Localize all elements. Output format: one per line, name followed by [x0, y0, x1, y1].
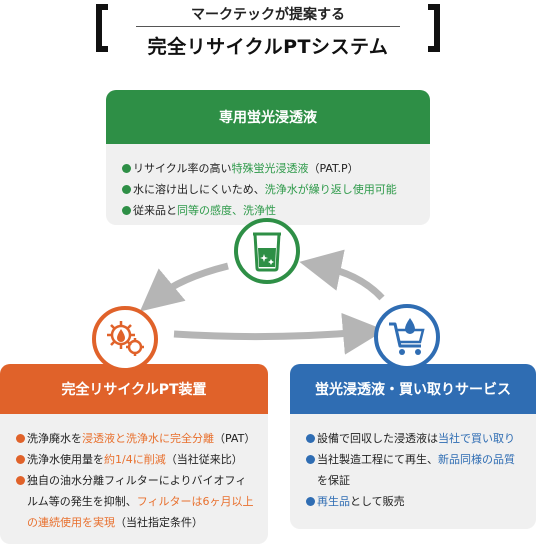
bullet-text: を保証	[317, 474, 350, 487]
recycle-equipment-box: 完全リサイクルPT装置 洗浄廃水を浸透液と洗浄水に完全分離（PAT） 洗浄水使用…	[0, 364, 268, 544]
highlight-text: フィルターは6ヶ月以上の連続使用を実現	[27, 495, 254, 529]
penetrant-box: 専用蛍光浸透液 リサイクル率の高い特殊蛍光浸透液（PAT.P） 水に溶け出しにく…	[106, 90, 430, 225]
highlight-text: 同等の感度、洗浄性	[177, 204, 276, 217]
bullet-text: 洗浄廃水を	[27, 432, 82, 445]
right-bracket	[428, 4, 440, 52]
highlight-text: 特殊蛍光浸透液	[231, 162, 309, 175]
bullet-text: 当社製造工程にて再生、	[317, 453, 438, 466]
bullet-item: 従来品と同等の感度、洗浄性	[122, 200, 418, 221]
bullet-text: 設備で回収した浸透液は	[317, 432, 438, 445]
bullet-text: （当社従来比）	[165, 453, 243, 466]
recycle-equipment-box-body: 洗浄廃水を浸透液と洗浄水に完全分離（PAT） 洗浄水使用量を約1/4に削減（当社…	[0, 414, 268, 543]
left-bracket	[96, 4, 108, 52]
bullet-item: 再生品として販売	[306, 491, 524, 512]
highlight-text: 約1/4に削減	[104, 453, 166, 466]
title-divider	[136, 26, 400, 27]
gear-droplet-icon	[92, 306, 158, 372]
buyback-service-box-body: 設備で回収した浸透液は当社で買い取り 当社製造工程にて再生、新品同様の品質を保証…	[290, 414, 536, 522]
highlight-text: 新品同様の品質	[438, 453, 515, 466]
bullet-item: 独自の油水分離フィルターによりバイオフィルム等の発生を抑制、フィルターは6ヶ月以…	[16, 470, 256, 533]
bullet-text: リサイクル率の高い	[133, 162, 232, 175]
cart-droplet-icon	[374, 304, 440, 370]
bullet-text: 水に溶け出しにくいため、	[133, 183, 265, 196]
bullet-item: 当社製造工程にて再生、新品同様の品質を保証	[306, 449, 524, 491]
arrow-blue-to-green	[299, 249, 385, 301]
buyback-service-box: 蛍光浸透液・買い取りサービス 設備で回収した浸透液は当社で買い取り 当社製造工程…	[290, 364, 536, 529]
recycle-equipment-box-header: 完全リサイクルPT装置	[0, 364, 268, 414]
highlight-text: 当社で買い取り	[438, 432, 515, 445]
bullet-text: 洗浄水使用量を	[27, 453, 104, 466]
penetrant-box-body: リサイクル率の高い特殊蛍光浸透液（PAT.P） 水に溶け出しにくいため、洗浄水が…	[106, 144, 430, 225]
bullet-item: 洗浄廃水を浸透液と洗浄水に完全分離（PAT）	[16, 428, 256, 449]
highlight-text: 浸透液と洗浄水に完全分離	[82, 432, 214, 445]
penetrant-box-header: 専用蛍光浸透液	[106, 90, 430, 144]
subtitle: マークテックが提案する	[191, 7, 345, 23]
bullet-text: 従来品と	[133, 204, 177, 217]
bullet-item: 水に溶け出しにくいため、洗浄水が繰り返し使用可能	[122, 179, 418, 200]
highlight-text: 洗浄水が繰り返し使用可能	[264, 183, 397, 196]
bullet-text: （当社指定条件）	[115, 516, 203, 529]
bullet-item: 洗浄水使用量を約1/4に削減（当社従来比）	[16, 449, 256, 470]
bullet-text: 独自の油水分離フィルターによりバイオフィルム等の発生を抑制、	[27, 474, 247, 508]
bullet-text: （PAT.P）	[308, 162, 359, 175]
bullet-text: （PAT）	[214, 432, 256, 445]
highlight-text: 再生品	[317, 495, 350, 508]
page-title: 完全リサイクルPTシステム	[147, 36, 389, 58]
buyback-service-box-header: 蛍光浸透液・買い取りサービス	[290, 364, 536, 414]
arrow-green-to-orange	[139, 262, 229, 312]
bullet-item: 設備で回収した浸透液は当社で買い取り	[306, 428, 524, 449]
bullet-text: として販売	[350, 495, 405, 508]
beaker-sparkle-icon	[234, 218, 300, 284]
arrow-orange-to-blue	[173, 312, 385, 355]
title-block: マークテックが提案する 完全リサイクルPTシステム	[96, 0, 440, 58]
bullet-item: リサイクル率の高い特殊蛍光浸透液（PAT.P）	[122, 158, 418, 179]
